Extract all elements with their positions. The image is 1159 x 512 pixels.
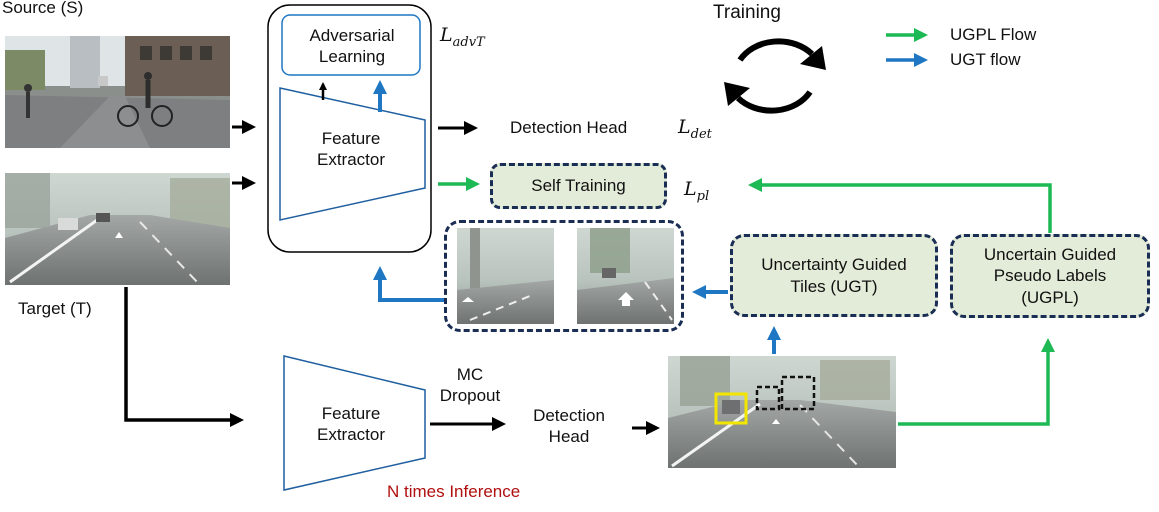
training-label: Training <box>713 2 781 23</box>
tiles-images <box>457 228 674 324</box>
legend-ugt-label: UGT flow <box>950 50 1021 69</box>
detection-output-image <box>668 356 896 469</box>
detection-head-top-label: Detection Head <box>510 118 628 137</box>
adversarial-box <box>281 14 421 76</box>
mc-dropout-label: MC Dropout <box>439 364 501 405</box>
l-pl-label: Lpl <box>684 178 710 204</box>
target-label: Target (T) <box>18 299 92 318</box>
self-training-box: Self Training <box>490 163 667 209</box>
training-cycle-icon <box>724 38 826 114</box>
legend-ugpl-label: UGPL Flow <box>950 25 1037 44</box>
feature-extractor-top-shape <box>279 87 426 221</box>
tiles-container <box>444 220 684 332</box>
target-image <box>5 173 230 286</box>
uncertain-box-2 <box>780 375 816 411</box>
l-advt-label: LadvT <box>440 24 485 50</box>
feature-extractor-bottom-shape <box>283 355 426 491</box>
feature-extractor-top-label: Feature Extractor <box>316 128 386 169</box>
feature-extractor-bottom-label: Feature Extractor <box>316 403 386 444</box>
source-image <box>5 36 230 148</box>
detection-head-bottom-box: Detection Head <box>517 391 621 461</box>
adversarial-learning-label: Adversarial Learning <box>309 25 395 66</box>
ugpl-box: Uncertain Guided Pseudo Labels (UGPL) <box>950 234 1150 318</box>
source-label: Source (S) <box>2 0 84 17</box>
uncertain-box-1 <box>755 385 781 411</box>
ugt-box: Uncertainty Guided Tiles (UGT) <box>730 234 938 317</box>
l-det-label: Ldet <box>678 116 712 142</box>
n-times-inference-label: N times Inference <box>387 482 521 501</box>
detection-box-yellow <box>714 392 748 425</box>
